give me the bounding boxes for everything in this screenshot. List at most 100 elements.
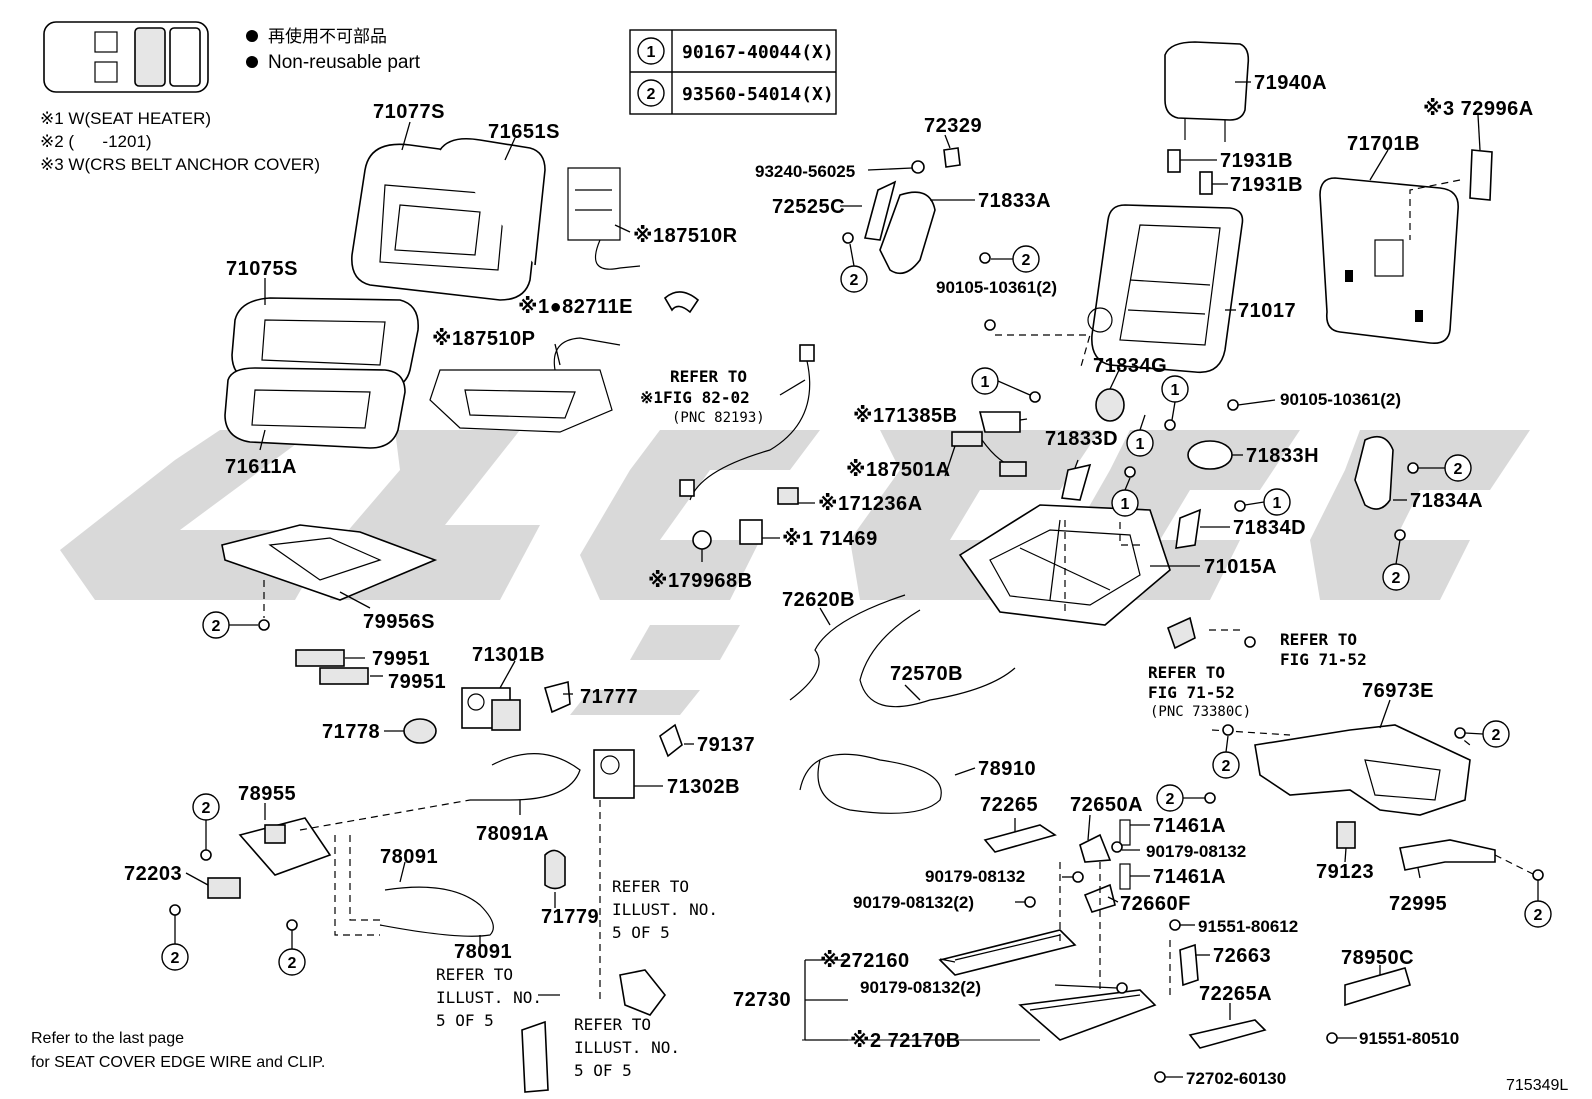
knob-71778 [403, 718, 437, 744]
callout-1-text: 1 [1136, 436, 1145, 453]
label-72265: 72265 [980, 794, 1038, 816]
label-93240: 93240-56025 [755, 162, 855, 181]
label-71940A: 71940A [1254, 72, 1327, 94]
legend-jp: 再使用不可部品 [268, 26, 387, 46]
cable-72620B [789, 594, 906, 701]
callout-2-text: 2 [202, 800, 211, 817]
refer-fig7152b-1: REFER TO [1148, 663, 1225, 682]
cover-71833A [879, 191, 936, 275]
label-90105-b: 90105-10361(2) [1280, 390, 1401, 409]
refer-illust-c-3: 5 OF 5 [574, 1061, 632, 1080]
adjuster-72170B [1018, 989, 1157, 1041]
illustration-code: 715349L [1506, 1077, 1568, 1094]
footer-note-2: for SEAT COVER EDGE WIRE and CLIP. [31, 1054, 325, 1071]
headrest-71940A [1164, 41, 1250, 142]
label-78091-a: 78091 [380, 846, 438, 868]
cable-78910 [799, 753, 942, 814]
fastener-table: 1 2 90167-40044(X) 93560-54014(X) [629, 29, 837, 115]
table-ref-1: 1 [647, 44, 656, 61]
label-71015A: 71015A [1204, 556, 1277, 578]
cover-79123 [1336, 821, 1356, 849]
handle-78955 [238, 817, 332, 876]
label-71461A-a: 71461A [1153, 815, 1226, 837]
seatback-cover [351, 137, 546, 301]
label-71301B: 71301B [472, 644, 545, 666]
callout-2-text: 2 [1492, 727, 1501, 744]
seatback-frame-71017 [1087, 204, 1244, 374]
non-reusable-dot-icon [246, 30, 258, 42]
label-71461A-b: 71461A [1153, 866, 1226, 888]
label-71701B: 71701B [1347, 133, 1420, 155]
label-71834A: 71834A [1410, 490, 1483, 512]
cover-71777 [544, 680, 571, 714]
label-79137: 79137 [697, 734, 755, 756]
label-187510R: ※187510R [633, 225, 738, 247]
refer-illust-b-3: 5 OF 5 [436, 1011, 494, 1030]
label-82711E: ※1●82711E [518, 296, 633, 318]
label-79123: 79123 [1316, 861, 1374, 883]
label-71834D: 71834D [1233, 517, 1306, 539]
label-91551-b: 91551-80510 [1359, 1029, 1459, 1048]
adjuster-72160 [938, 929, 1077, 976]
refer-fig8202-3: (PNC 82193) [672, 410, 765, 426]
cable-78091 [379, 886, 494, 937]
label-72730: 72730 [733, 989, 791, 1011]
switch-71469 [739, 519, 763, 545]
seat-cushion-pad [224, 367, 406, 449]
label-87501A: ※187501A [846, 459, 951, 481]
guide-71931B [1167, 149, 1213, 195]
wire-harness-82193 [679, 344, 815, 501]
seat-layout-icon [43, 21, 209, 93]
bracket-72663 [1179, 943, 1199, 987]
label-71833D: 71833D [1045, 428, 1118, 450]
refer-fig7152b-2: FIG 71-52 [1148, 683, 1235, 702]
refer-illust-a-1: REFER TO [612, 877, 689, 896]
label-90179-d: 90179-08132(2) [860, 978, 981, 997]
label-78091A: 78091A [476, 823, 549, 845]
cable-78091A [470, 753, 581, 801]
connector-71385B [978, 411, 1021, 433]
cushion-frame-71015A [958, 504, 1171, 626]
clip-71236A [777, 487, 799, 505]
refer-illust-b-2: ILLUST. NO. [436, 988, 542, 1007]
label-76973E: 76973E [1362, 680, 1434, 702]
refer-fig8202-2: ※1FIG 82-02 [640, 388, 750, 407]
table-part-1: 90167-40044(X) [682, 42, 834, 63]
label-71385B: ※171385B [853, 405, 958, 427]
refer-illust-b-1: REFER TO [436, 965, 513, 984]
label-78955: 78955 [238, 783, 296, 805]
callout-2-text: 2 [288, 955, 297, 972]
non-reusable-dot-icon [246, 56, 258, 68]
table-part-2: 93560-54014(X) [682, 84, 834, 105]
callout-2-text: 2 [1222, 758, 1231, 775]
refer-illust-a-2: ILLUST. NO. [612, 900, 718, 919]
label-71833A: 71833A [978, 190, 1051, 212]
label-72265A: 72265A [1199, 983, 1272, 1005]
label-187510P: ※187510P [432, 328, 536, 350]
label-71779: 71779 [541, 906, 599, 928]
refer-illust-c-1: REFER TO [574, 1015, 651, 1034]
label-72160: ※272160 [820, 950, 910, 972]
callout-2-text: 2 [850, 272, 859, 289]
refer-fig7152a-2: FIG 71-52 [1280, 650, 1367, 669]
refer-fig7152a-1: REFER TO [1280, 630, 1357, 649]
cover-72265 [983, 824, 1057, 853]
back-board-71701B [1319, 177, 1459, 345]
label-79951-b: 79951 [388, 671, 446, 693]
label-71778: 71778 [322, 721, 380, 743]
cover-78950C [1344, 967, 1411, 1007]
label-72620B: 72620B [782, 589, 855, 611]
callout-1-text: 1 [1273, 495, 1282, 512]
label-72650A: 72650A [1070, 794, 1143, 816]
clip-72329 [943, 147, 961, 168]
trim-cover-refer [619, 969, 667, 1016]
callout-2-text: 2 [1454, 461, 1463, 478]
label-72329: 72329 [924, 115, 982, 137]
cable-72570B [859, 609, 1016, 708]
label-71302B: 71302B [667, 776, 740, 798]
label-79968B: ※179968B [648, 570, 753, 592]
refer-illust-c-2: ILLUST. NO. [574, 1038, 680, 1057]
callout-1-text: 1 [1171, 382, 1180, 399]
note-2: ※2 ( -1201) [40, 132, 152, 151]
label-72170B: ※2 72170B [850, 1030, 961, 1052]
